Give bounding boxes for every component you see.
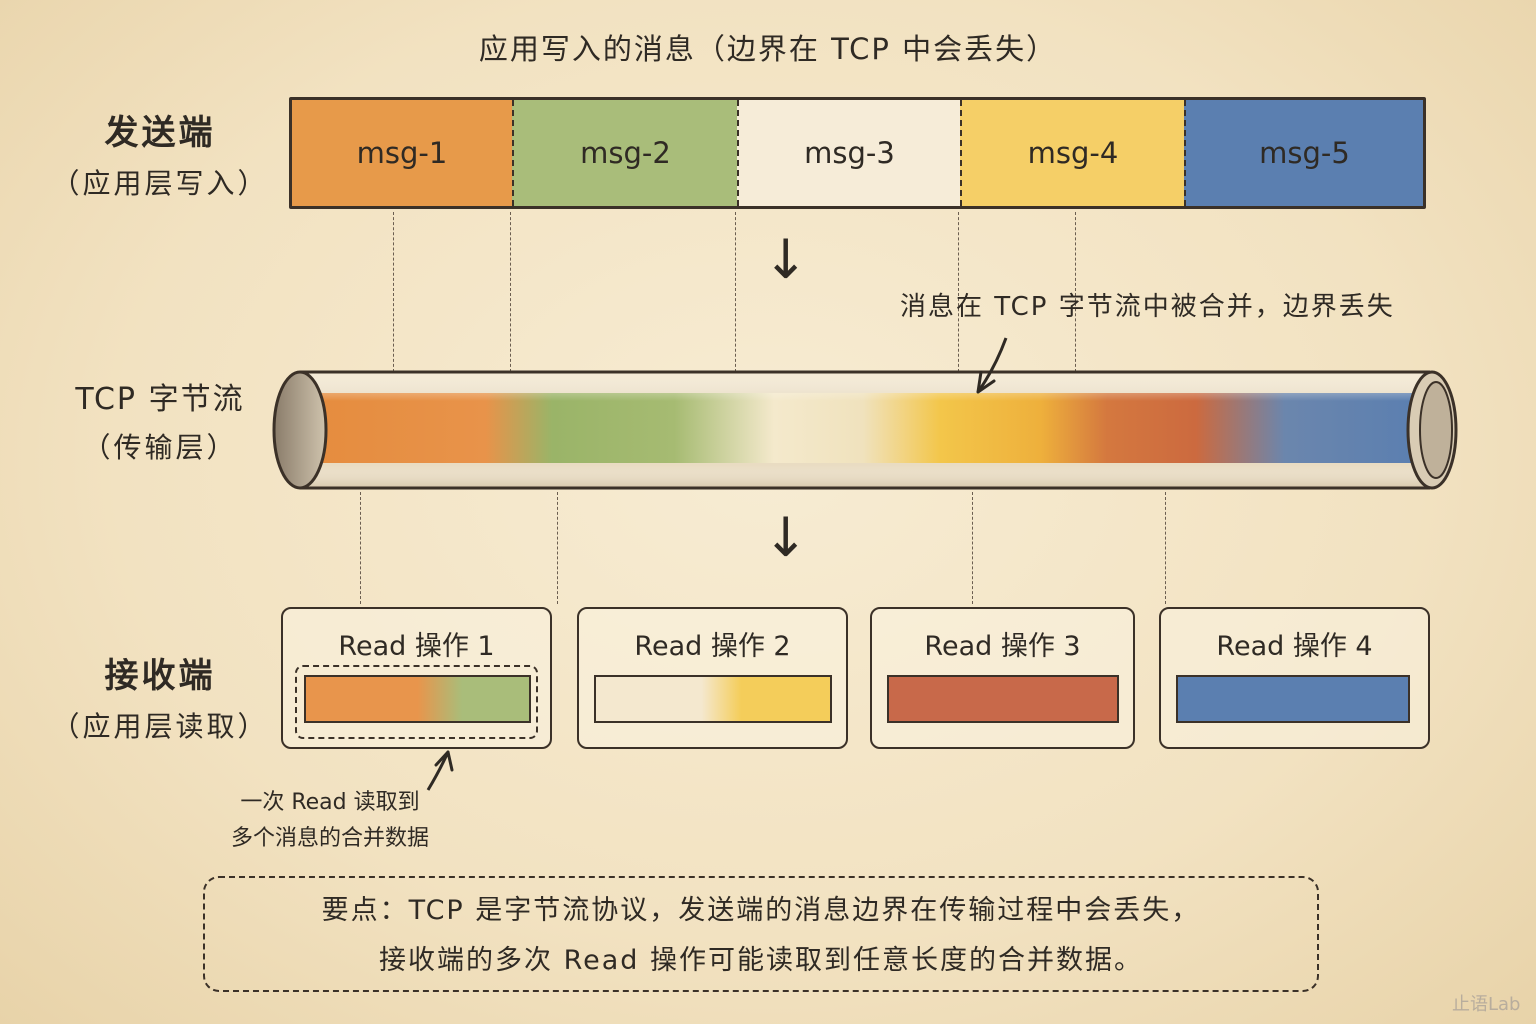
guide-line — [360, 492, 361, 604]
merged-data-highlight — [295, 665, 538, 739]
sender-label: 发送端 （应用层写入） — [40, 105, 280, 202]
read-operation-label: Read 操作 4 — [1216, 631, 1373, 662]
summary-box: 要点：TCP 是字节流协议，发送端的消息边界在传输过程中会丢失， 接收端的多次 … — [203, 876, 1319, 992]
read-note-line: 一次 Read 读取到 — [240, 790, 420, 815]
summary-line: 接收端的多次 Read 操作可能读取到任意长度的合并数据。 — [378, 945, 1143, 976]
read-data-bar — [304, 675, 531, 723]
guide-line — [1165, 492, 1166, 604]
read-note-line: 多个消息的合并数据 — [230, 826, 429, 851]
guide-line — [1075, 212, 1076, 372]
message-segment: msg-1 — [292, 100, 512, 206]
stream-subtitle: （传输层） — [82, 431, 238, 464]
read-operation-box: Read 操作 4 — [1159, 607, 1430, 749]
read-note: 一次 Read 读取到 多个消息的合并数据 — [200, 785, 460, 857]
message-row: msg-1 msg-2 msg-3 msg-4 msg-5 — [289, 97, 1426, 209]
guide-line — [972, 492, 973, 604]
stream-label: TCP 字节流 （传输层） — [40, 374, 280, 466]
read-operation-box: Read 操作 1 — [281, 607, 552, 749]
stream-title: TCP 字节流 — [75, 382, 245, 417]
down-arrow-icon: ↓ — [763, 228, 809, 291]
receiver-subtitle: （应用层读取） — [51, 710, 269, 743]
guide-line — [393, 212, 394, 372]
read-operation-box: Read 操作 3 — [870, 607, 1135, 749]
message-segment: msg-5 — [1184, 100, 1423, 206]
message-segment: msg-2 — [512, 100, 737, 206]
diagram-title: 应用写入的消息（边界在 TCP 中会丢失） — [478, 32, 1058, 66]
summary-line: 要点：TCP 是字节流协议，发送端的消息边界在传输过程中会丢失， — [321, 895, 1201, 926]
receiver-title: 接收端 — [104, 656, 216, 696]
guide-line — [735, 212, 736, 372]
message-label: msg-5 — [1259, 136, 1350, 170]
message-segment: msg-3 — [737, 100, 960, 206]
down-arrow-icon: ↓ — [763, 506, 809, 569]
message-label: msg-2 — [580, 136, 671, 170]
read-operation-box: Read 操作 2 — [577, 607, 848, 749]
read-operation-label: Read 操作 1 — [338, 631, 495, 662]
message-label: msg-1 — [356, 136, 448, 170]
read-data-bar — [887, 675, 1119, 723]
message-label: msg-3 — [804, 136, 895, 170]
guide-line — [958, 212, 959, 372]
guide-line — [557, 492, 558, 604]
sender-title: 发送端 — [104, 113, 216, 153]
read-data-bar — [594, 675, 832, 723]
receiver-label: 接收端 （应用层读取） — [40, 648, 280, 745]
watermark: 止语Lab — [1452, 994, 1521, 1015]
read-operation-label: Read 操作 3 — [924, 631, 1081, 662]
stream-note: 消息在 TCP 字节流中被合并，边界丢失 — [900, 292, 1395, 322]
read-operation-label: Read 操作 2 — [634, 631, 791, 662]
guide-line — [510, 212, 511, 372]
sender-subtitle: （应用层写入） — [51, 167, 269, 200]
message-label: msg-4 — [1027, 136, 1119, 170]
read-data-bar — [1176, 675, 1410, 723]
message-segment: msg-4 — [960, 100, 1184, 206]
